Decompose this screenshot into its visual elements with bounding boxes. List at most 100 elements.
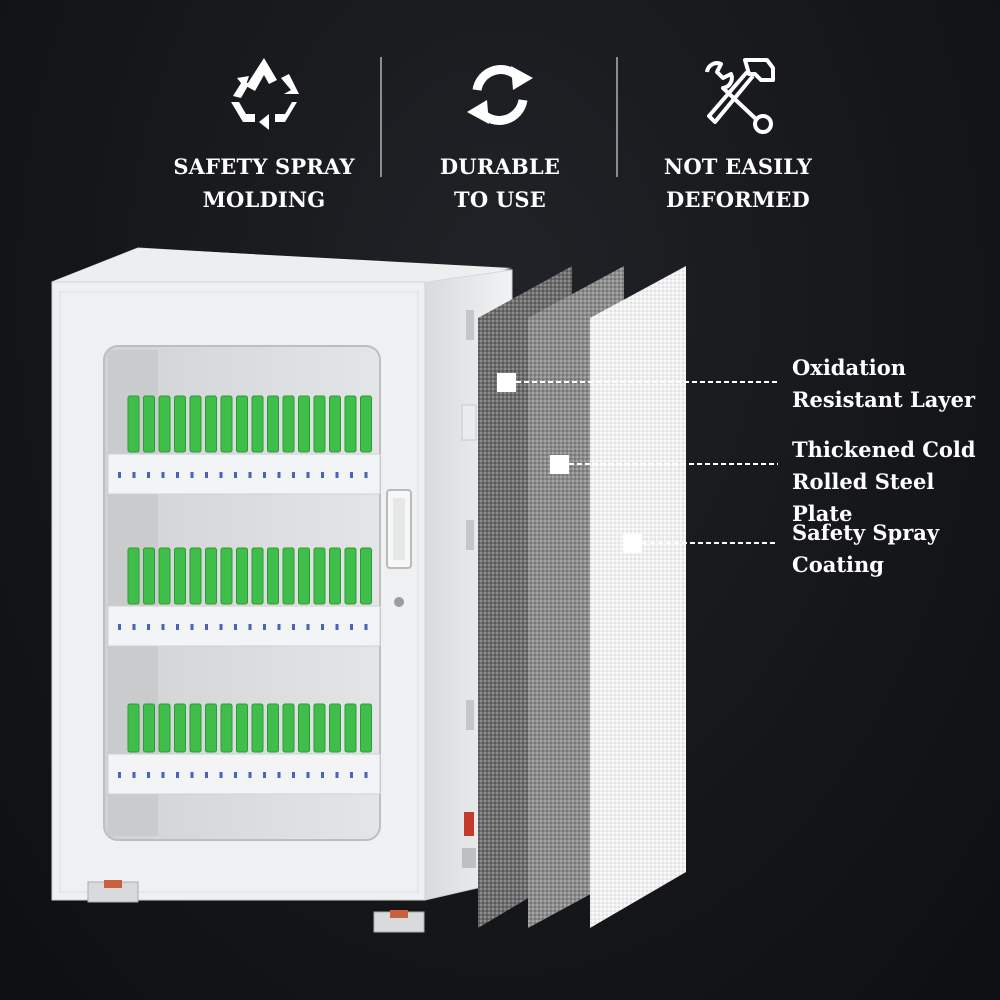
charging-slot [220,547,233,605]
charging-slot [360,395,372,453]
feature-label-line2: MOLDING [202,187,326,212]
shelf-port [350,624,353,630]
charging-slot [344,703,357,753]
shelf-port [190,472,194,478]
shelf-port [176,472,179,478]
shelf-port [335,472,339,478]
charging-slot [174,547,186,605]
charging-slot [329,703,341,753]
shelf-port [190,772,194,778]
shelf [107,753,381,795]
shelf-port [190,624,194,630]
charging-slot [282,395,295,453]
feature-label-line1: NOT EASILY [663,154,813,179]
charging-slot [174,703,186,753]
feature-row: SAFETY SPRAY MOLDING DURABLE TO USE [0,0,1000,240]
charging-slot [189,395,202,453]
shelf-port [277,772,281,778]
feature-label-line2: DEFORMED [666,187,810,212]
charging-slot [344,395,357,453]
charging-slot [127,395,140,453]
shelf-port [364,772,368,778]
shelf-port [147,472,150,478]
charging-slot [298,547,310,605]
shelf-port [321,772,324,778]
shelf-port [161,624,165,630]
charging-slot [329,547,341,605]
shelves [107,395,381,795]
charging-slot [236,395,248,453]
charging-slot [189,547,202,605]
charging-slot [267,395,279,453]
charging-slot [251,547,264,605]
shelf [107,453,381,495]
shelf-port [263,624,266,630]
layer-markers [497,373,778,553]
shelf-port [248,472,252,478]
charging-slot [267,547,279,605]
shelf-port [277,624,281,630]
charging-slot [360,547,372,605]
charging-slot [205,547,217,605]
charging-slot [282,703,295,753]
shelf-port [263,472,266,478]
refresh-arrows-icon [455,50,545,140]
layer-label-steel: Thickened Cold Rolled Steel Plate [792,434,1000,530]
shelf-port [306,772,310,778]
recycle-icon [219,50,309,140]
charging-slot [220,395,233,453]
shelf-port [335,624,339,630]
shelf-port [234,624,237,630]
shelf-port [118,624,121,630]
shelf-port [350,472,353,478]
charging-slot [143,547,155,605]
charging-slot [205,703,217,753]
shelf-port [234,472,237,478]
charging-slot [313,395,326,453]
layer-label-line2: Coating [792,552,884,577]
charging-slot [220,703,233,753]
shelf-port [161,772,165,778]
shelf-port [176,772,179,778]
charging-slot [158,703,171,753]
layer-label-coating: Safety Spray Coating [792,517,939,581]
shelf-port [147,624,150,630]
charging-slot [251,703,264,753]
layer-label-line1: Oxidation [792,355,907,380]
divider [380,57,382,177]
charging-slot [313,703,326,753]
charging-slot [127,547,140,605]
charging-slot [143,703,155,753]
shelf-port [132,772,136,778]
shelf-port [219,472,223,478]
shelf-port [132,624,136,630]
feature-label-line1: SAFETY SPRAY [173,154,355,179]
charging-slot [236,703,248,753]
charging-slot [298,395,310,453]
shelf-port [234,772,237,778]
shelf-port [161,472,165,478]
shelf [107,605,381,647]
shelf-port [248,624,252,630]
shelf-port [118,472,121,478]
charging-slot [251,395,264,453]
charging-slot [360,703,372,753]
charging-slot [158,547,171,605]
layer-label-line1: Safety Spray [792,520,940,545]
charging-slot [143,395,155,453]
shelf-port [263,772,266,778]
charging-slot [236,547,248,605]
shelf-port [132,472,136,478]
shelf-port [292,624,295,630]
charging-slot [344,547,357,605]
shelf-port [321,624,324,630]
feature-label-line2: TO USE [454,187,546,212]
shelf-port [248,772,252,778]
shelf-port [219,772,223,778]
shelf-port [292,772,295,778]
shelf-port [118,772,121,778]
charging-slot [189,703,202,753]
shelf-port [176,624,179,630]
shelf-port [292,472,295,478]
